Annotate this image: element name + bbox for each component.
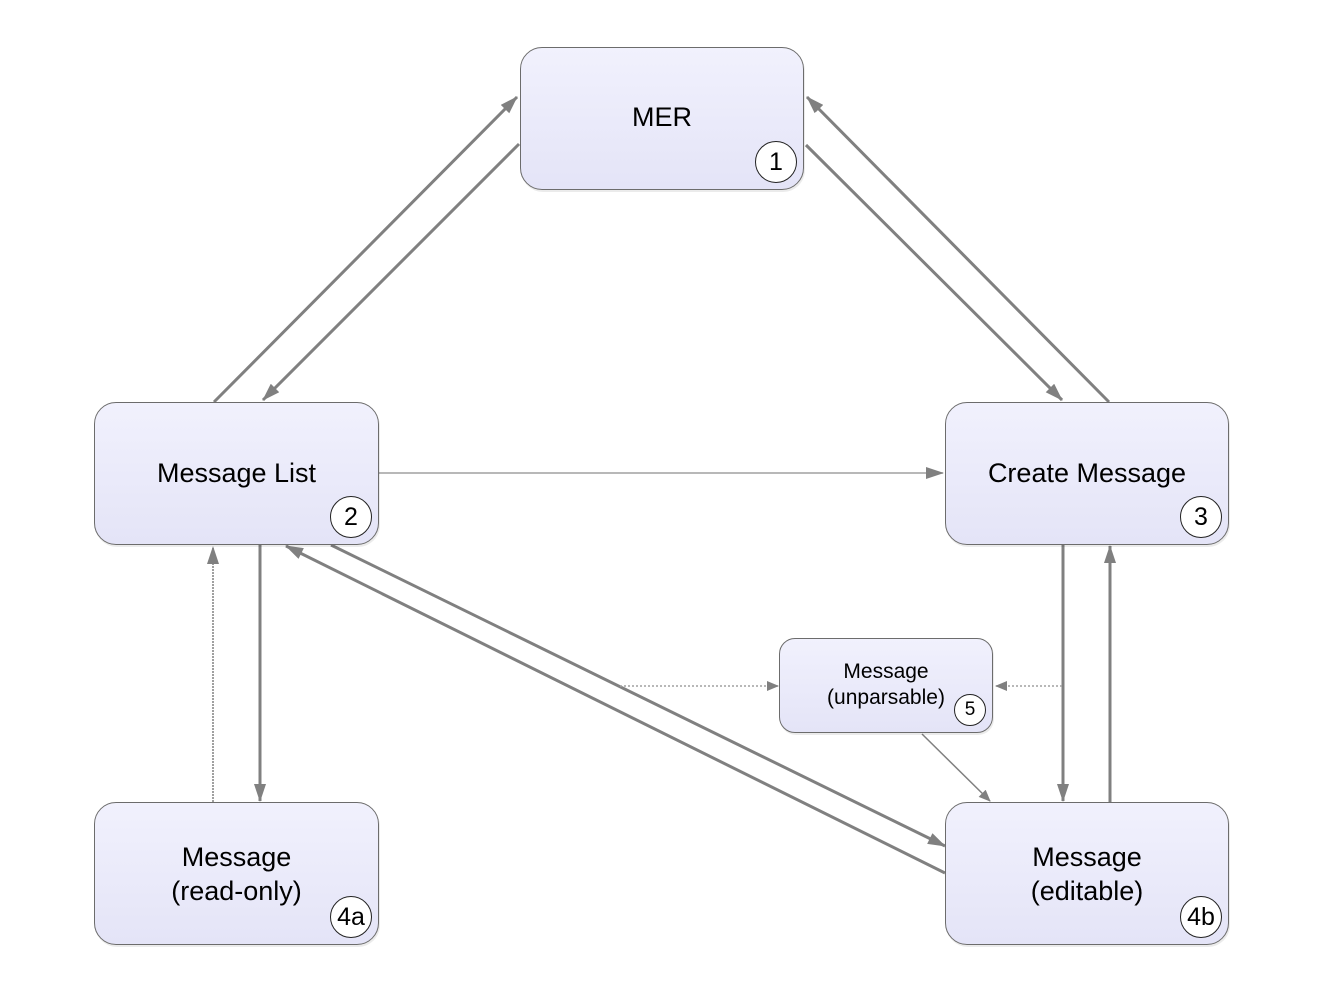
node-message-list-label: Message List (156, 458, 317, 488)
arrow-list-to-editable (330, 543, 946, 848)
node-mer: MER 1 (520, 47, 804, 190)
node-message-list-number: 2 (330, 496, 372, 538)
arrow-editable-to-list (285, 544, 946, 875)
node-create-message-number: 3 (1180, 496, 1222, 538)
node-message-unparsable-number: 5 (954, 694, 986, 726)
node-create-message: Create Message 3 (945, 402, 1229, 545)
node-message-editable-number: 4b (1180, 896, 1222, 938)
node-message-unparsable: Message (unparsable) 5 (779, 638, 993, 733)
node-mer-number: 1 (755, 141, 797, 183)
arrow-mer-to-create (804, 143, 1064, 402)
arrow-mer-to-list (261, 142, 521, 402)
node-message-read-only: Message (read-only) 4a (94, 802, 379, 945)
node-mer-label: MER (632, 102, 692, 132)
arrow-list-to-mer (212, 95, 519, 404)
node-create-message-label: Create Message (987, 458, 1187, 488)
node-message-unparsable-label: Message (unparsable) (827, 660, 945, 709)
arrow-unparsable-to-editable (921, 733, 991, 802)
node-message-editable: Message (editable) 4b (945, 802, 1229, 945)
node-message-editable-label: Message (editable) (1030, 842, 1144, 906)
node-message-read-only-label: Message (read-only) (171, 842, 302, 906)
node-message-read-only-number: 4a (330, 896, 372, 938)
arrow-create-to-mer (805, 95, 1111, 404)
node-message-list: Message List 2 (94, 402, 379, 545)
